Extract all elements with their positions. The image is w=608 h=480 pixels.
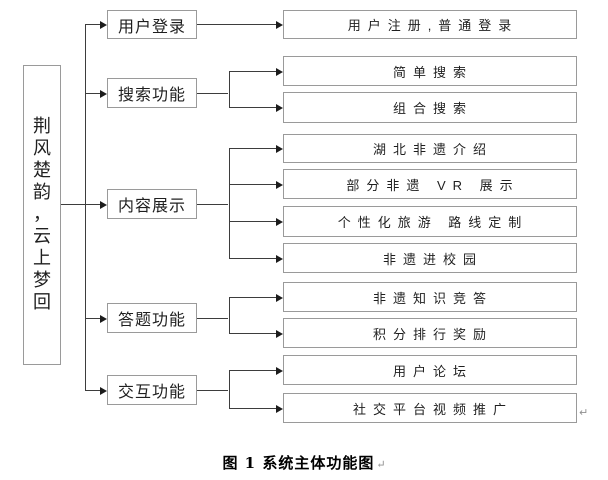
leaf-node-register-login: 用户注册,普通登录 — [283, 10, 577, 39]
connector-line — [229, 258, 276, 259]
arrowhead-icon — [100, 89, 107, 98]
root-label-char: 梦 — [33, 270, 51, 291]
leaf-node-heritage-intro: 湖北非遗介绍 — [283, 134, 577, 163]
connector-line — [229, 297, 276, 298]
leaf-label: 个性化旅游 路线定制 — [337, 215, 529, 230]
leaf-node-simple-search: 简单搜索 — [283, 56, 577, 86]
leaf-label: 组合搜索 — [392, 101, 473, 116]
connector-line — [197, 390, 228, 391]
root-label-char: 韵 — [33, 182, 51, 203]
leaf-label: 湖北非遗介绍 — [372, 142, 493, 157]
line-break-mark: ↵ — [579, 407, 589, 419]
leaf-node-points-reward: 积分排行奖励 — [283, 318, 577, 348]
leaf-label: 社交平台视频推广 — [352, 401, 513, 417]
connector-line — [197, 318, 228, 319]
connector-line — [85, 24, 101, 25]
caption-text: 图 1 系统主体功能图 — [222, 454, 375, 472]
branch-node-interaction: 交互功能 — [107, 375, 197, 405]
arrowhead-icon — [100, 20, 107, 29]
arrowhead-icon — [276, 254, 283, 263]
root-node: 荆风楚韵，云上梦回 — [23, 65, 61, 365]
branch-label: 答题功能 — [117, 312, 186, 329]
root-label-char: 楚 — [33, 160, 51, 181]
connector-line — [229, 71, 230, 108]
arrowhead-icon — [276, 20, 283, 29]
leaf-label: 部分非遗 VR 展示 — [346, 177, 520, 193]
connector-line — [85, 318, 101, 319]
root-label-char: 上 — [33, 248, 51, 269]
connector-line — [229, 370, 276, 371]
connector-line — [229, 148, 230, 259]
root-label-char: 云 — [33, 226, 51, 247]
arrowhead-icon — [100, 200, 107, 209]
leaf-node-knowledge-quiz: 非遗知识竞答 — [283, 282, 577, 312]
leaf-node-combined-search: 组合搜索 — [283, 92, 577, 123]
leaf-label: 积分排行奖励 — [372, 326, 493, 342]
leaf-label: 用户论坛 — [392, 363, 473, 379]
branch-node-user-login: 用户登录 — [107, 10, 197, 39]
root-label-char: ， — [33, 204, 51, 225]
branch-label: 用户登录 — [117, 18, 186, 36]
root-label-char: 风 — [33, 138, 51, 159]
connector-line — [85, 24, 86, 391]
connector-line — [229, 333, 276, 334]
arrowhead-icon — [276, 144, 283, 153]
connector-line — [61, 204, 101, 205]
connector-line — [229, 107, 276, 108]
branch-node-content: 内容展示 — [107, 189, 197, 219]
connector-line — [229, 71, 276, 72]
branch-node-search: 搜索功能 — [107, 78, 197, 108]
line-break-mark: ↵ — [376, 458, 386, 471]
connector-line — [229, 184, 276, 185]
leaf-node-user-forum: 用户论坛 — [283, 355, 577, 385]
leaf-node-campus: 非遗进校园 — [283, 243, 577, 273]
branch-node-quiz: 答题功能 — [107, 303, 197, 333]
root-label-char: 荆 — [33, 116, 51, 137]
connector-line — [229, 297, 230, 334]
leaf-label: 非遗进校园 — [382, 251, 483, 267]
connector-line — [197, 24, 276, 25]
connector-line — [85, 93, 101, 94]
arrowhead-icon — [100, 314, 107, 323]
arrowhead-icon — [276, 293, 283, 302]
connector-line — [85, 390, 101, 391]
branch-label: 交互功能 — [117, 384, 186, 401]
connector-line — [197, 93, 228, 94]
connector-line — [229, 148, 276, 149]
arrowhead-icon — [100, 386, 107, 395]
arrowhead-icon — [276, 366, 283, 375]
leaf-node-vr-display: 部分非遗 VR 展示 — [283, 169, 577, 199]
connector-line — [229, 221, 276, 222]
arrowhead-icon — [276, 217, 283, 226]
branch-label: 内容展示 — [117, 198, 186, 215]
leaf-label: 用户注册,普通登录 — [347, 18, 519, 33]
leaf-node-social-promo: 社交平台视频推广 — [283, 393, 577, 423]
connector-line — [197, 204, 228, 205]
arrowhead-icon — [276, 329, 283, 338]
figure-caption: 图 1 系统主体功能图↵ — [0, 452, 608, 473]
branch-label: 搜索功能 — [117, 87, 186, 104]
connector-line — [229, 408, 276, 409]
arrowhead-icon — [276, 404, 283, 413]
leaf-node-custom-route: 个性化旅游 路线定制 — [283, 206, 577, 237]
root-label-char: 回 — [33, 292, 51, 313]
connector-line — [229, 370, 230, 409]
leaf-label: 非遗知识竞答 — [372, 290, 493, 306]
arrowhead-icon — [276, 103, 283, 112]
leaf-label: 简单搜索 — [392, 64, 473, 80]
arrowhead-icon — [276, 180, 283, 189]
arrowhead-icon — [276, 67, 283, 76]
